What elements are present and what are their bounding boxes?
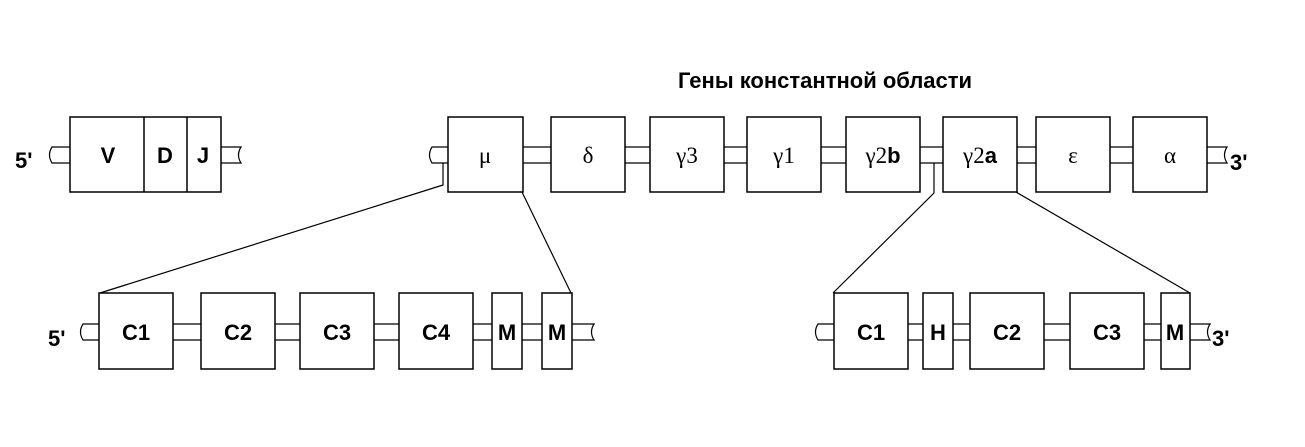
gamma2a-detail-connectors	[908, 323, 1161, 341]
gene-box-epsilon	[1035, 116, 1111, 193]
gene-label-gamma3: γ3	[675, 143, 698, 168]
gene-box-gamma2a	[942, 116, 1018, 193]
mu-detail-right-strand-end	[572, 323, 596, 341]
mu-exon-c1: C1	[122, 320, 150, 345]
gamma2a-exon-c2: C2	[993, 320, 1021, 345]
mu-exon-m2: M	[548, 320, 566, 345]
gene-label-delta: δ	[583, 143, 594, 168]
mu-zoom-line-right	[521, 191, 572, 294]
gene-box-gamma3	[649, 116, 725, 193]
gene-box-mu	[447, 116, 524, 193]
vdj-segment: 5' V D J	[15, 116, 243, 193]
gamma2a-detail-left-strand-end	[814, 323, 834, 341]
gamma2a-exon-c1: C1	[857, 320, 885, 345]
vdj-right-strand-end	[221, 146, 243, 164]
mu-exon-c4: C4	[422, 320, 451, 345]
gene-label-epsilon: ε	[1068, 143, 1078, 168]
gamma2a-exon-box-c1	[833, 292, 909, 370]
mu-exon-box-c3	[299, 292, 375, 370]
vdj-five-prime-label: 5'	[15, 148, 32, 173]
gene-label-gamma2b: γ2b	[864, 143, 900, 168]
gene-label-mu: μ	[479, 143, 491, 168]
gene-label-alpha: α	[1164, 143, 1176, 168]
mu-exon-c3: C3	[323, 320, 351, 345]
gene-box-gamma1	[746, 116, 822, 193]
gamma2a-exon-box-h	[922, 292, 954, 370]
gene-box-alpha	[1132, 116, 1208, 193]
vdj-segment-v: V	[101, 143, 116, 168]
mu-detail: 5' C1 C2 C3 C4 M M	[48, 292, 596, 370]
vdj-segment-d: D	[157, 143, 173, 168]
gamma2a-detail-right-strand-end	[1190, 323, 1212, 341]
zoom-lines	[99, 163, 1191, 294]
vdj-box	[69, 116, 222, 193]
gamma2a-exon-box-c3	[1069, 292, 1145, 370]
mu-detail-connectors	[173, 323, 542, 341]
gamma2a-detail-three-prime-label: 3'	[1212, 326, 1229, 351]
diagram-title: Гены константной области	[678, 68, 972, 93]
mu-exon-box-c4	[398, 292, 474, 370]
mu-exon-box-m2	[541, 292, 573, 370]
mu-detail-five-prime-label: 5'	[48, 326, 65, 351]
mu-exon-box-c2	[200, 292, 276, 370]
gene-label-gamma2a: γ2a	[962, 143, 998, 168]
constant-left-strand-end	[428, 146, 448, 164]
gamma2a-zoom-line-left	[832, 163, 935, 294]
gamma2a-detail: 3' C1 H C2 C3 M	[814, 292, 1229, 370]
gamma2a-exon-box-c2	[969, 292, 1045, 370]
vdj-left-strand-end	[48, 146, 70, 164]
mu-exon-box-m1	[491, 292, 523, 370]
constant-connectors	[523, 146, 1133, 164]
mu-exon-c2: C2	[224, 320, 252, 345]
constant-right-strand-end	[1207, 146, 1229, 164]
constant-three-prime-label: 3'	[1230, 150, 1247, 175]
gene-box-delta	[550, 116, 626, 193]
gamma2a-zoom-line-right	[1015, 191, 1191, 294]
vdj-segment-j: J	[197, 143, 209, 168]
gene-label-gamma1: γ1	[772, 143, 795, 168]
mu-zoom-line-left	[99, 163, 444, 294]
gamma2a-exon-h: H	[930, 320, 946, 345]
gamma2a-exon-m: M	[1166, 320, 1184, 345]
mu-detail-left-strand-end	[79, 323, 99, 341]
gamma2a-exon-c3: C3	[1093, 320, 1121, 345]
mu-exon-box-c1	[98, 292, 174, 370]
gene-box-gamma2b	[845, 116, 921, 193]
mu-exon-m1: M	[498, 320, 516, 345]
constant-region: 3' μ δ γ3 γ1 γ2b γ2a ε	[428, 116, 1247, 193]
gamma2a-exon-box-m	[1160, 292, 1191, 370]
